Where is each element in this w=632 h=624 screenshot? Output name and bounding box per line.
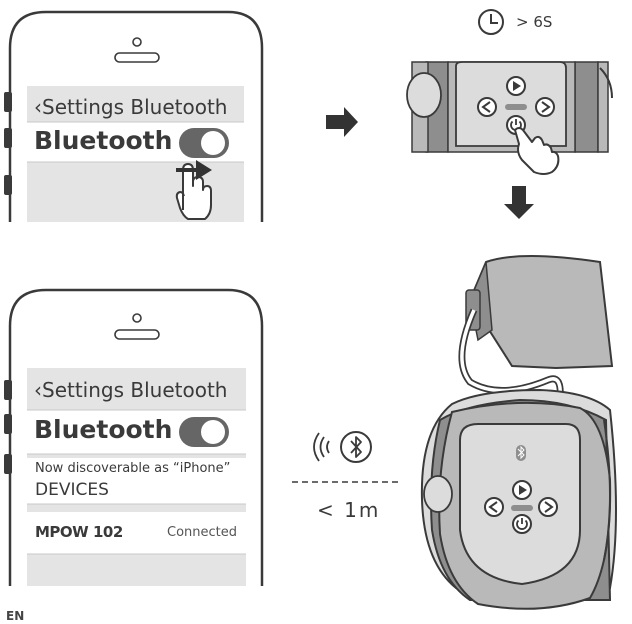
back-label-top: Settings Bluetooth: [42, 95, 228, 119]
discoverable-text: Now discoverable as “iPhone”: [35, 461, 231, 476]
bluetooth-icon: [340, 431, 372, 463]
camera-icon: [132, 313, 142, 323]
device-name[interactable]: MPOW 102: [35, 523, 123, 541]
phone-bottom: [4, 288, 264, 586]
clock-icon: [478, 9, 504, 35]
left-button-closeup[interactable]: [477, 97, 497, 117]
chevron-left-icon: ‹: [34, 378, 42, 402]
arrow-right-icon: [326, 107, 358, 137]
hand-pointer-icon: [175, 163, 212, 220]
phone-top: [4, 10, 264, 222]
bluetooth-label-top: Bluetooth: [34, 126, 173, 155]
chevron-left-icon: ‹: [34, 95, 42, 119]
speaker-icon: [114, 52, 160, 63]
earcup-closeup: [406, 60, 613, 175]
speaker-icon: [114, 329, 160, 340]
bluetooth-label-bottom: Bluetooth: [34, 415, 173, 444]
right-icon: [541, 101, 551, 113]
left-button[interactable]: [484, 497, 504, 517]
signal-waves-icon: [313, 432, 330, 462]
right-icon: [544, 501, 554, 513]
right-button-closeup[interactable]: [535, 97, 555, 117]
arrow-down-icon: [504, 186, 534, 219]
timer-label: > 6S: [516, 13, 553, 31]
swipe-arrow-icon: [176, 160, 212, 180]
right-button[interactable]: [538, 497, 558, 517]
device-status: Connected: [167, 525, 238, 540]
camera-icon: [132, 37, 142, 47]
play-icon: [519, 485, 527, 495]
distance-label: < 1m: [317, 498, 381, 522]
left-icon: [481, 101, 491, 113]
footer-language: EN: [6, 609, 25, 623]
play-icon: [513, 81, 521, 91]
hand-pointer-icon: [514, 127, 560, 175]
power-icon: [516, 518, 528, 530]
devices-header: DEVICES: [35, 480, 109, 500]
back-label-bottom: Settings Bluetooth: [42, 378, 228, 402]
back-link-bottom[interactable]: ‹Settings Bluetooth: [34, 378, 227, 402]
back-link-top[interactable]: ‹Settings Bluetooth: [34, 95, 227, 119]
headphones: [420, 255, 617, 610]
left-icon: [488, 501, 498, 513]
